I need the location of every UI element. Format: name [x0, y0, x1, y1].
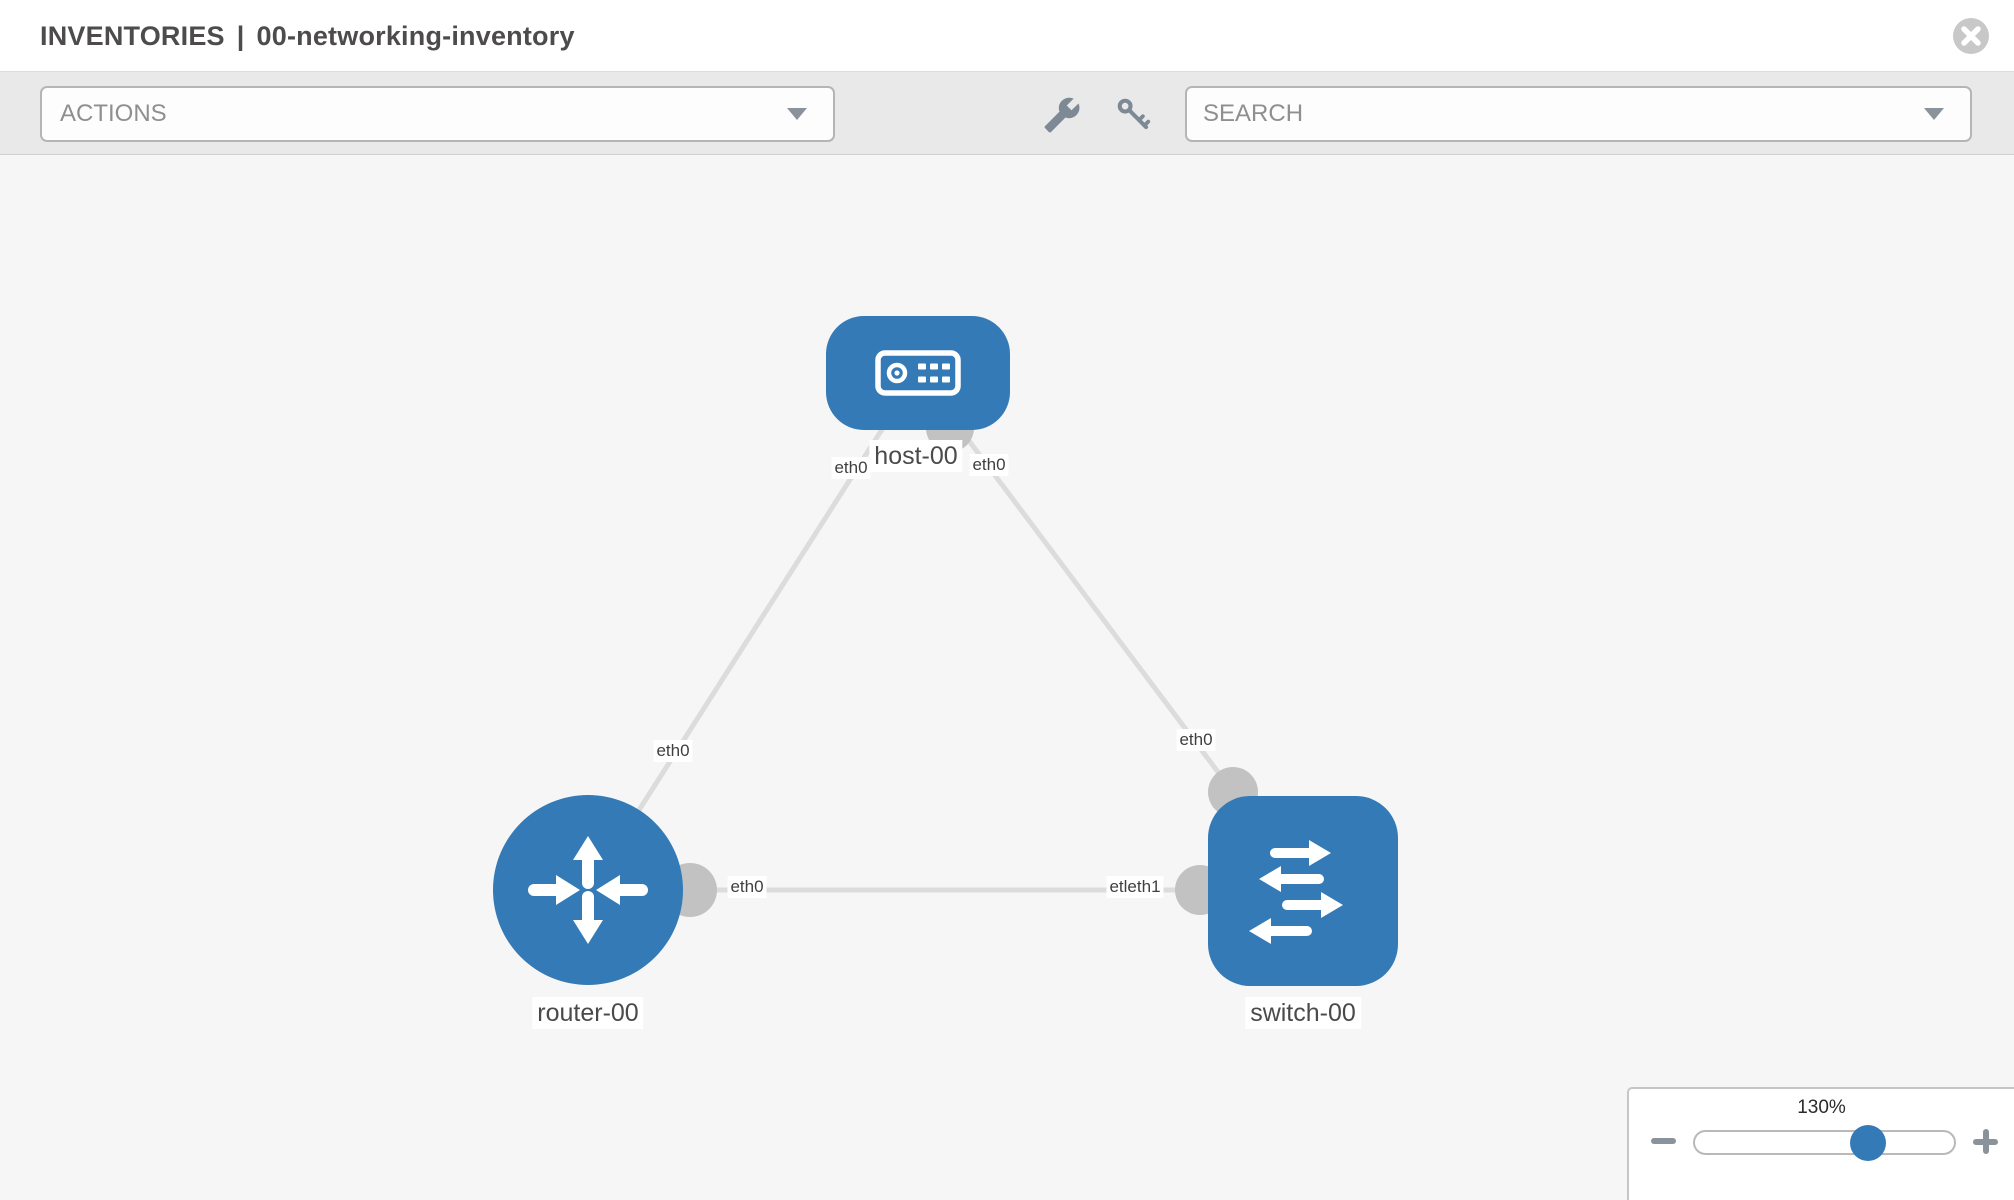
close-button[interactable] [1950, 15, 1992, 57]
interface-label-router-right: eth0 [727, 876, 767, 898]
key-button[interactable] [1110, 91, 1158, 139]
node-router-00[interactable] [493, 795, 683, 985]
interface-label-host-left: eth0 [831, 457, 871, 479]
header: INVENTORIES | 00-networking-inventory [0, 0, 2014, 72]
zoom-slider-thumb[interactable] [1850, 1125, 1886, 1161]
close-icon [1953, 18, 1989, 54]
zoom-slider-track[interactable] [1693, 1125, 1956, 1161]
search-combobox[interactable] [1185, 86, 1972, 142]
title-separator: | [236, 20, 245, 51]
zoom-panel: 130% [1627, 1087, 2014, 1200]
wrench-icon [1044, 97, 1080, 133]
topology-canvas[interactable]: host-00 router-00 switch-00 eth0 eth0 et… [0, 155, 2014, 1200]
key-icon [1117, 98, 1151, 130]
actions-dropdown[interactable]: ACTIONS [40, 86, 835, 142]
zoom-in-button[interactable] [1973, 1129, 1998, 1154]
interface-label-host-right: eth0 [969, 454, 1009, 476]
node-label-switch: switch-00 [1245, 997, 1361, 1029]
chevron-down-icon[interactable] [1924, 108, 1944, 120]
page-title: INVENTORIES | 00-networking-inventory [40, 0, 575, 72]
actions-dropdown-label: ACTIONS [60, 100, 167, 127]
interface-label-switch-top: eth0 [1176, 729, 1216, 751]
chevron-down-icon[interactable] [787, 108, 807, 120]
switch-icon [1249, 840, 1343, 944]
node-switch-00[interactable] [1208, 796, 1398, 986]
title-inventory-name: 00-networking-inventory [256, 20, 575, 51]
link-layer [585, 371, 1303, 917]
interface-label-switch-left: etleth1 [1106, 876, 1164, 898]
interface-label-router-top: eth0 [653, 740, 693, 762]
link-host-switch[interactable] [916, 371, 1235, 794]
search-input[interactable] [1187, 88, 1924, 140]
zoom-out-button[interactable] [1651, 1138, 1676, 1144]
tools-button[interactable] [1038, 91, 1086, 139]
zoom-level-value: 130% [1797, 1097, 1846, 1118]
node-label-router: router-00 [532, 997, 644, 1029]
node-host-00[interactable] [826, 316, 1010, 430]
title-section: INVENTORIES [40, 20, 225, 51]
router-icon [528, 836, 648, 944]
node-label-host: host-00 [869, 440, 963, 472]
host-icon [875, 350, 961, 396]
